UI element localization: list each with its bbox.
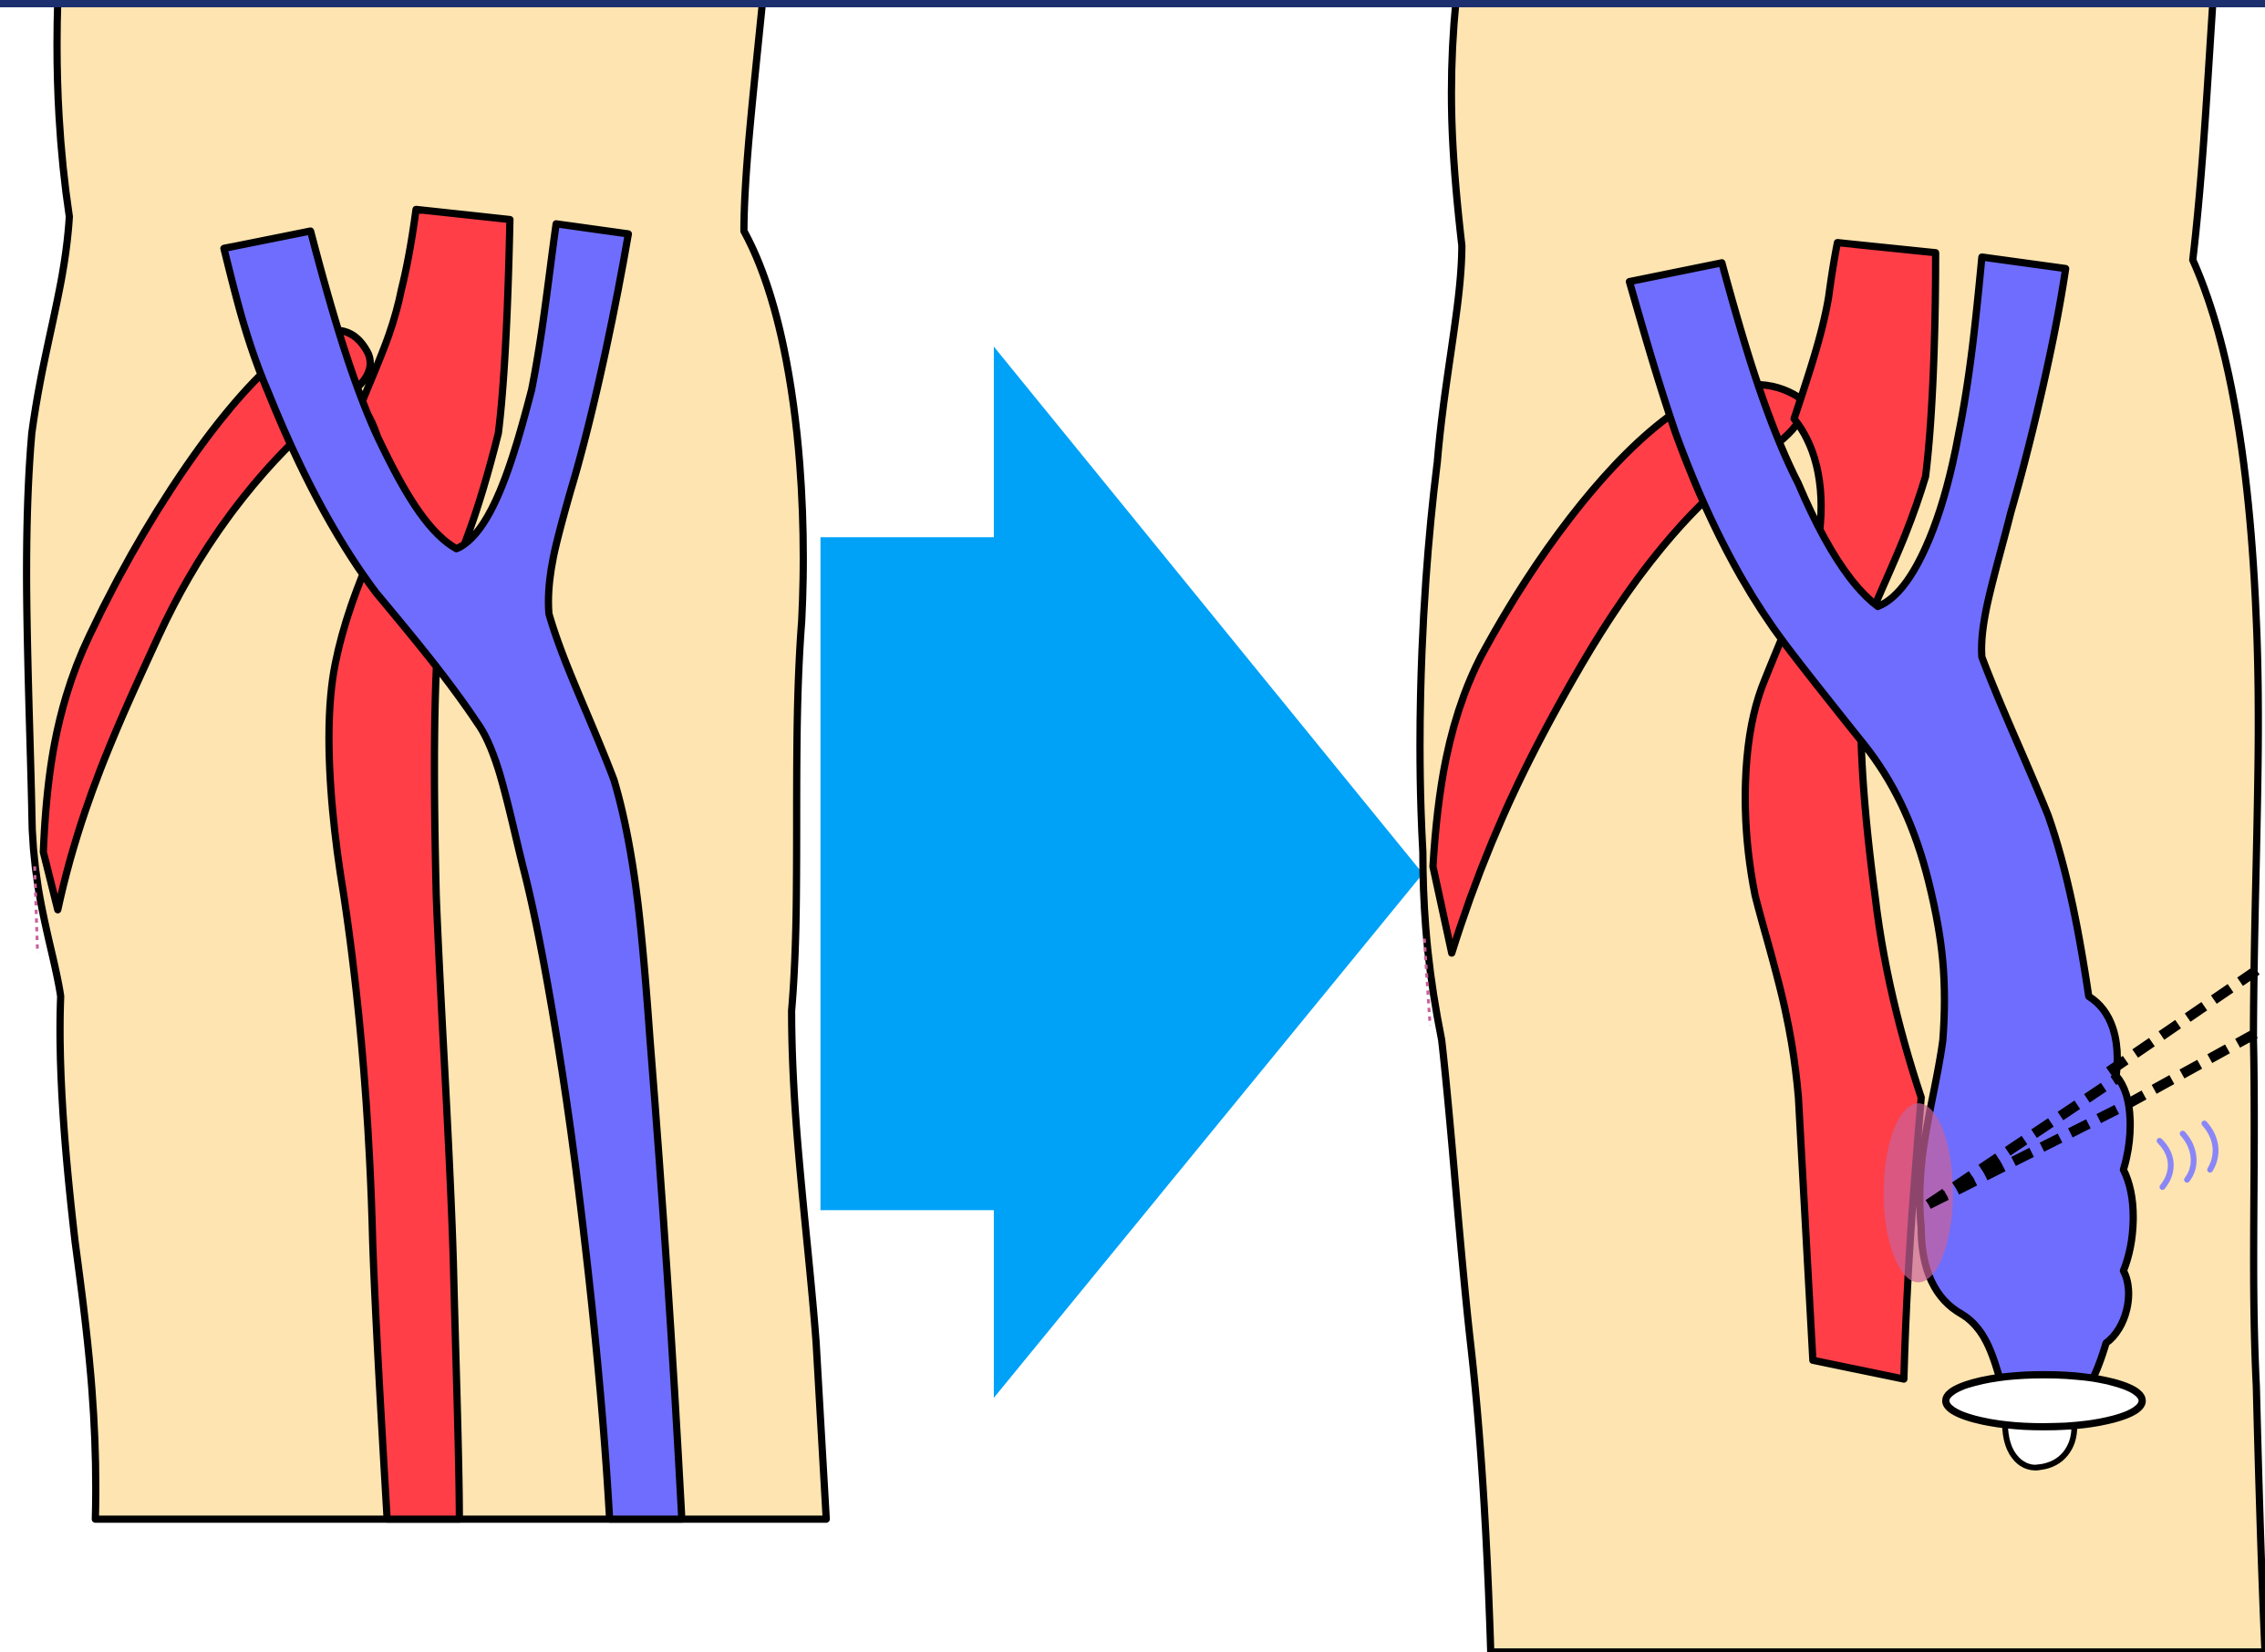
right-arrow [821, 346, 1423, 1398]
left-panel [26, 0, 826, 1519]
top-bar [0, 0, 2265, 7]
right-panel [1420, 0, 2265, 1652]
device-pad [1946, 1375, 2142, 1427]
